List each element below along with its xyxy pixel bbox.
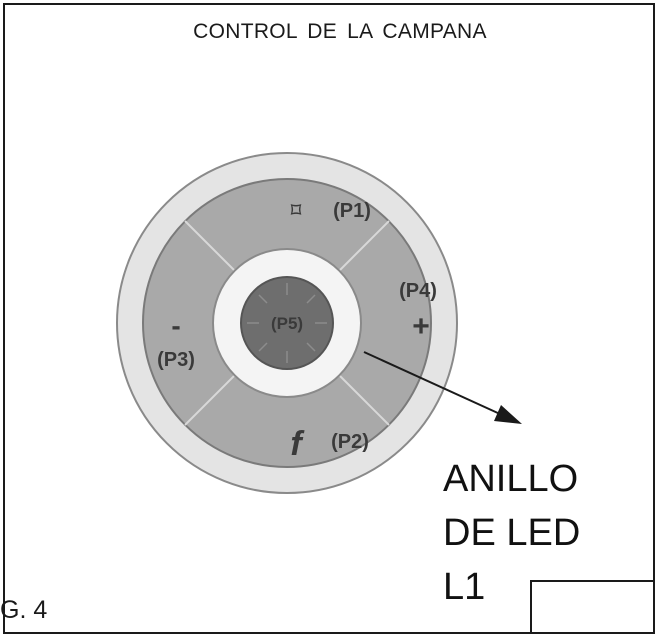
p5-label: (P5) [271,314,303,333]
p1-label: (P1) [333,200,371,222]
plus-icon: + [412,310,430,343]
p2-label: (P2) [331,431,369,453]
p3-label: (P3) [157,349,195,371]
minus-icon: - [171,310,180,341]
led-ring-label: ANILLO DE LED L1 [443,452,580,614]
button-p3[interactable]: - (P3) [157,310,195,371]
function-icon: f [290,425,305,463]
button-p1[interactable]: ⌑ (P1) [291,200,371,222]
vent-icon: ⌑ [291,200,302,222]
ring-label-line-1: ANILLO [443,458,579,500]
button-dividers [184,220,390,426]
ring-label-line-3: L1 [443,566,486,608]
button-p4[interactable]: (P4) + [399,280,437,343]
p4-label: (P4) [399,280,437,302]
center-light-rays [247,283,327,363]
figure-label: G. 4 [0,596,48,624]
diagram-title: CONTROL DE LA CAMPANA [193,20,487,43]
corner-box [530,580,655,634]
button-p2[interactable]: f (P2) [290,425,369,463]
led-ring-pointer-arrow [363,351,522,424]
ring-label-line-2: DE LED [443,512,581,554]
figure-frame [3,3,655,634]
